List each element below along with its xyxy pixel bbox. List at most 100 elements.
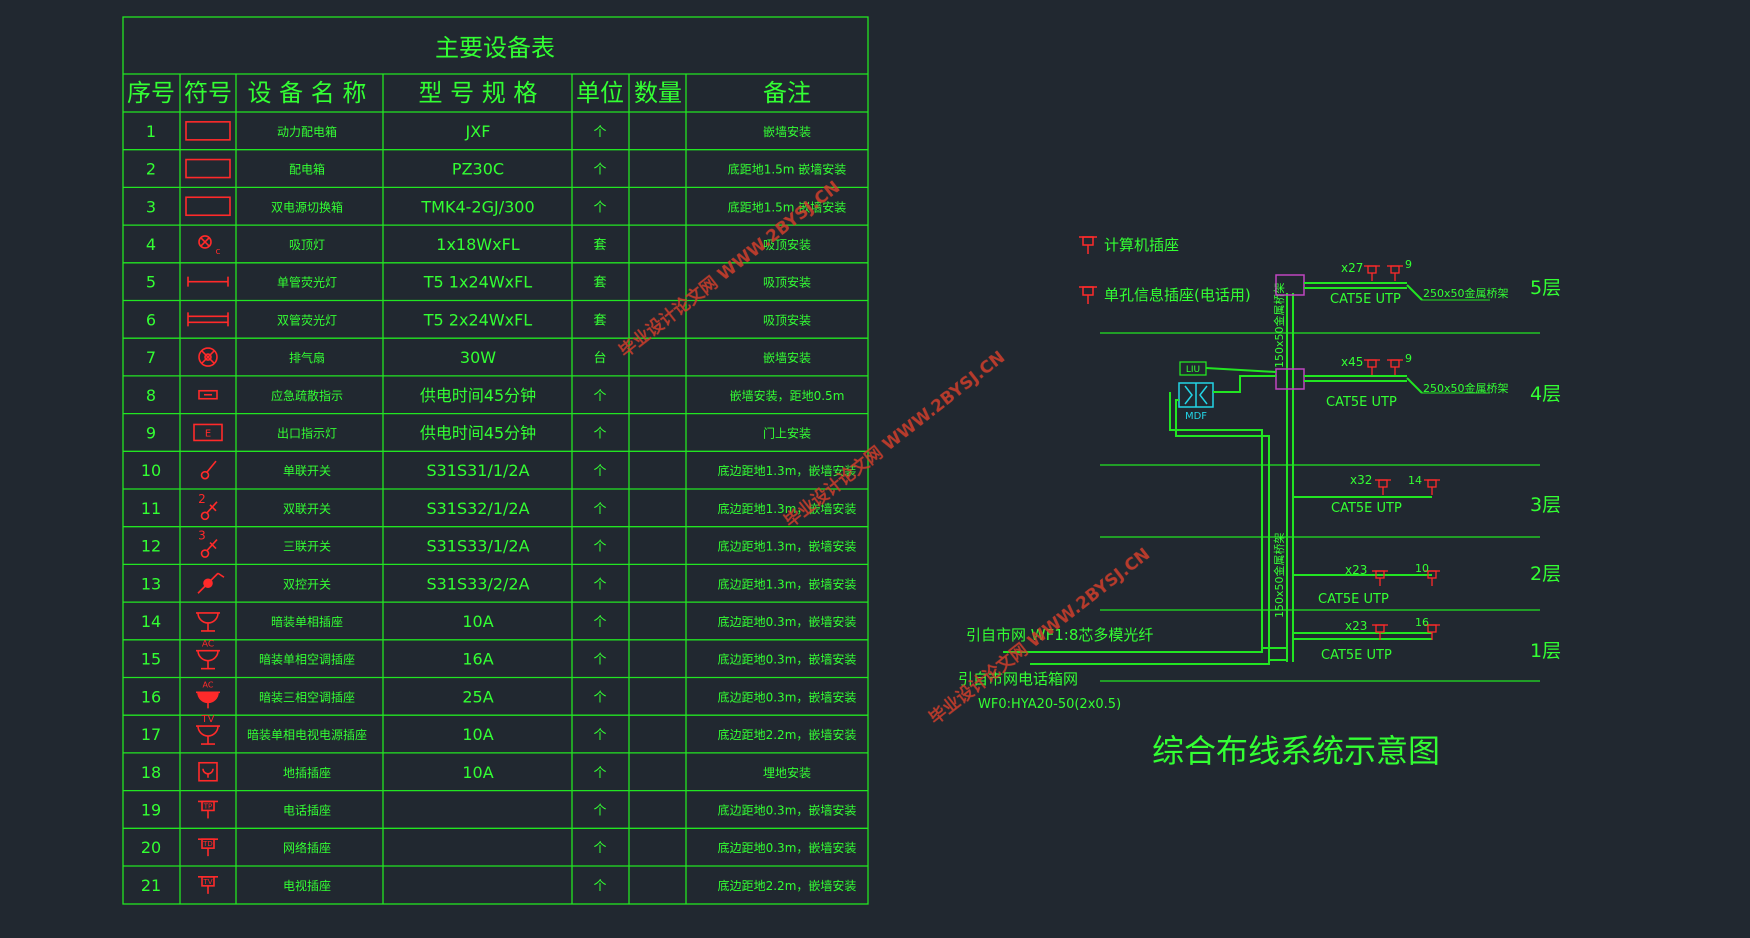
device-name: 排气扇 — [289, 350, 325, 365]
device-unit: 个 — [593, 803, 606, 818]
svg-text:AC: AC — [203, 680, 214, 689]
feed-phone-cable: WF0:HYA20-50(2x0.5) — [978, 697, 1121, 712]
floor1-count-td: x23 — [1345, 619, 1367, 633]
legend-tp-label: 单孔信息插座(电话用) — [1104, 286, 1251, 304]
svg-text:TP: TP — [203, 802, 213, 810]
floor2-td-outlet-icon — [1372, 570, 1388, 586]
svg-text:TV: TV — [202, 878, 212, 886]
feed-fiber: 引自市网 WF1:8芯多模光纤 — [966, 626, 1153, 644]
symbol-socket-ac-icon: AC — [196, 640, 220, 670]
riser-upper-label: 150x50金属桥架 — [1272, 282, 1286, 368]
device-unit: 个 — [593, 426, 606, 441]
floor4-cable: CAT5E UTP — [1326, 395, 1397, 410]
device-note: 底边距地0.3m，嵌墙安装 — [718, 802, 857, 817]
tp-outlet-icon — [1079, 286, 1097, 304]
row-number: 18 — [141, 763, 161, 782]
symbol-td-icon: TD — [198, 838, 218, 857]
device-name: 暗装单相插座 — [271, 614, 343, 629]
table-title: 主要设备表 — [435, 34, 555, 62]
device-name: 双管荧光灯 — [277, 312, 337, 327]
device-unit: 个 — [593, 577, 606, 592]
riser — [1286, 293, 1294, 662]
symbol-single-tube-icon — [187, 276, 229, 287]
device-unit: 套 — [593, 312, 606, 328]
device-note: 嵌墙安装 — [763, 350, 811, 365]
liu-label: LIU — [1186, 365, 1200, 375]
device-note: 底边距地1.3m，嵌墙安装 — [718, 501, 857, 516]
watermark-2: 毕业设计论文网 WWW.2BYSJ.CN — [780, 347, 1009, 532]
floor2-label: 2层 — [1530, 563, 1561, 585]
device-name: 双联开关 — [283, 502, 331, 516]
floor4-tp-outlet-icon — [1387, 359, 1403, 375]
row-number: 17 — [141, 725, 161, 744]
floor3-cable: CAT5E UTP — [1331, 501, 1402, 516]
floor2-tp-outlet-icon — [1424, 570, 1440, 586]
header-qty: 数量 — [634, 79, 682, 107]
svg-text:2: 2 — [198, 492, 206, 506]
symbol-switch3-icon: 3 — [198, 529, 218, 558]
device-unit: 个 — [593, 464, 606, 479]
floor-feeders — [1293, 282, 1490, 640]
symbol-ceiling-lamp-icon: c — [198, 235, 221, 257]
device-note: 吸顶安装 — [763, 275, 811, 290]
device-unit: 个 — [593, 163, 606, 178]
symbol-switch1-icon — [200, 460, 217, 480]
floor1-tp-outlet-icon — [1424, 624, 1440, 640]
feed-phone: 引自市网电话箱网 — [958, 670, 1078, 688]
device-name: 三联开关 — [283, 540, 331, 554]
device-note: 底边距地2.2m，嵌墙安装 — [718, 727, 857, 742]
symbol-floor-socket-icon — [198, 761, 218, 782]
device-unit: 个 — [593, 502, 606, 517]
row-number: 5 — [146, 273, 156, 292]
device-note: 底边距地1.3m，嵌墙安装 — [718, 539, 857, 554]
floor5-tray: 250x50金属桥架 — [1423, 286, 1509, 300]
device-unit: 套 — [593, 237, 606, 253]
device-name: 单联开关 — [283, 464, 331, 478]
row-number: 11 — [141, 499, 161, 518]
column-dividers — [179, 74, 687, 904]
watermarks: 毕业设计论文网 WWW.2BYSJ.CN 毕业设计论文网 WWW.2BYSJ.C… — [615, 177, 1154, 729]
mdf-label: MDF — [1185, 411, 1207, 422]
device-note: 嵌墙安装，距地0.5m — [730, 388, 845, 403]
symbol-tp-icon: TP — [198, 800, 218, 819]
row-number: 20 — [141, 838, 161, 857]
device-name: 暗装单相空调插座 — [259, 652, 355, 667]
device-name: 出口指示灯 — [277, 425, 337, 440]
symbol-double-tube-icon — [187, 312, 229, 327]
device-model: JXF — [465, 122, 491, 141]
td-outlet-icon — [1079, 236, 1097, 254]
device-unit: 个 — [593, 841, 606, 856]
row-number: 15 — [141, 650, 161, 669]
device-model: 16A — [462, 650, 493, 669]
device-name: 暗装单相电视电源插座 — [247, 727, 367, 742]
header-unit: 单位 — [576, 79, 624, 107]
device-unit: 套 — [593, 275, 606, 291]
device-model: 30W — [460, 348, 496, 367]
device-note: 嵌墙安装 — [763, 124, 811, 139]
row-number: 12 — [141, 537, 161, 556]
device-note: 底边距地0.3m，嵌墙安装 — [718, 689, 857, 704]
legend-td-label: 计算机插座 — [1104, 236, 1179, 254]
device-name: 网络插座 — [283, 840, 331, 855]
mdf-icon — [1178, 382, 1214, 408]
floor5-count-td: x27 — [1341, 261, 1363, 275]
device-model: S31S33/1/2A — [426, 537, 529, 556]
symbol-tv-icon: TV — [198, 876, 218, 894]
device-note: 底边距地0.3m，嵌墙安装 — [718, 652, 857, 667]
floor-lines — [1100, 332, 1540, 682]
floor4-distribution-box — [1275, 368, 1305, 390]
floor2-count-td: x23 — [1345, 563, 1367, 577]
device-name: 暗装三相空调插座 — [259, 689, 355, 704]
device-unit: 个 — [593, 389, 606, 404]
